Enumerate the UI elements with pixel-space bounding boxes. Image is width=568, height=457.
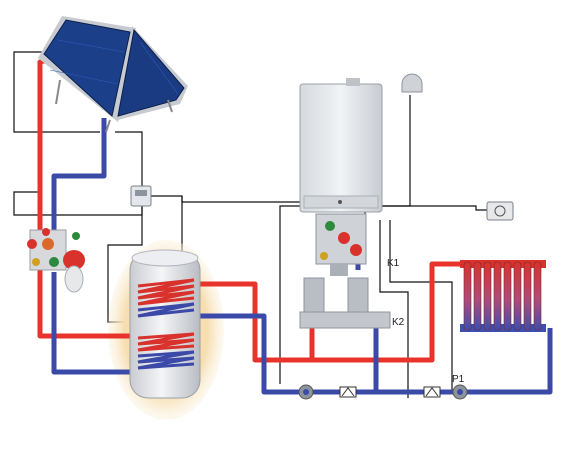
hydraulic-manifold-icon: [299, 277, 391, 329]
check-valve-icon: [339, 386, 357, 398]
room-thermostat-icon: [486, 201, 514, 221]
solar-controller-icon: [130, 185, 152, 207]
k1-label: K1: [387, 258, 400, 269]
solar-pump-group-icon: [27, 228, 80, 271]
circulation-pump-icon: [452, 384, 468, 400]
p1-label: P1: [452, 374, 465, 385]
solar-collector-icon: [38, 16, 188, 133]
storage-tank-icon: [129, 249, 201, 399]
control-wiring: [13, 51, 487, 398]
boiler-icon: [299, 78, 383, 213]
outdoor-sensor-icon: [401, 73, 423, 93]
circulation-pump-icon: [298, 384, 314, 400]
k2-label: K2: [392, 317, 405, 328]
hot-pipes: [37, 53, 462, 363]
radiator-icon: [460, 260, 546, 332]
check-valve-icon: [423, 386, 441, 398]
expansion-vessel-icon: [63, 250, 85, 293]
boiler-hydraulic-group: [315, 213, 367, 276]
